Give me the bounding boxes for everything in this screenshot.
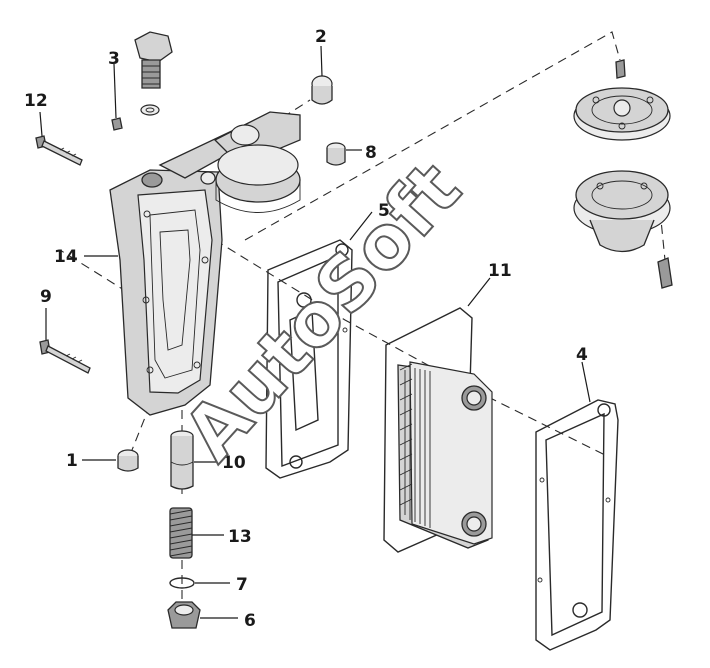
callout-9: 9	[40, 287, 52, 307]
callout-3: 3	[108, 49, 120, 69]
part-8-plug	[326, 142, 346, 166]
callout-14: 14	[54, 247, 78, 267]
callout-4: 4	[576, 345, 588, 365]
callout-2: 2	[315, 27, 327, 47]
callout-labels: 12 3 2 8 5 14 9 11 4 1 10 13 7 6	[24, 27, 588, 631]
part-4-gasket	[535, 399, 619, 651]
callout-10: 10	[222, 453, 246, 473]
callout-5: 5	[378, 201, 390, 221]
callout-6: 6	[244, 611, 256, 631]
callout-11: 11	[488, 261, 512, 281]
callout-8: 8	[365, 143, 377, 163]
part-10-valve	[170, 430, 194, 490]
leader-lines	[39, 45, 591, 619]
part-6-drain-plug	[167, 601, 201, 629]
part-2-plug	[311, 75, 333, 105]
part-11-heat-exchanger	[383, 307, 493, 553]
callout-1: 1	[66, 451, 78, 471]
part-1-plug	[117, 449, 139, 472]
part-13-spring	[169, 507, 193, 559]
callout-13: 13	[228, 527, 252, 547]
part-7-oring	[169, 577, 195, 589]
part-3-banjo-bolt	[111, 31, 173, 131]
callout-7: 7	[236, 575, 248, 595]
part-9-bolt	[39, 339, 91, 374]
part-12-bolt	[35, 135, 83, 166]
part-5-gasket	[265, 239, 353, 479]
callout-12: 12	[24, 91, 48, 111]
part-14-housing	[109, 111, 301, 416]
thermostat-assembly	[573, 59, 673, 289]
